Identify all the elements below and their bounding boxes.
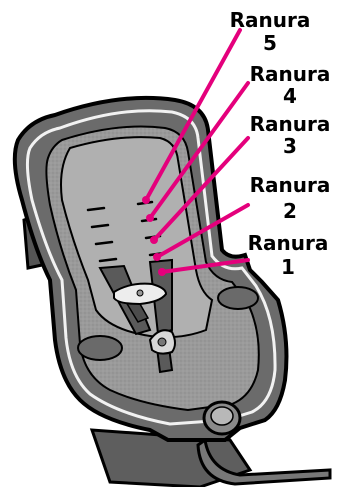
slot-label-2-num: 2 <box>283 199 297 223</box>
slot-label-4-word: Ranura <box>250 62 331 86</box>
slot-label-1-word: Ranura <box>248 231 329 255</box>
leader-dot-slot-3 <box>150 236 158 244</box>
leader-dot-slot-5 <box>142 196 150 204</box>
slot-label-3-word: Ranura <box>250 112 331 136</box>
slot-label-4-num: 4 <box>283 84 297 108</box>
leader-dot-slot-4 <box>146 214 154 222</box>
slot-label-5-num: 5 <box>263 31 277 55</box>
left-armrest-pad <box>78 336 122 360</box>
right-armrest-pad <box>218 287 258 309</box>
slot-label-3-num: 3 <box>283 134 297 158</box>
leader-dot-slot-1 <box>158 268 166 276</box>
leader-dot-slot-2 <box>153 253 161 261</box>
slot-label-5-word: Ranura <box>230 8 311 32</box>
slot-label-1-num: 1 <box>281 255 295 279</box>
slot-label-2-word: Ranura <box>250 173 331 197</box>
